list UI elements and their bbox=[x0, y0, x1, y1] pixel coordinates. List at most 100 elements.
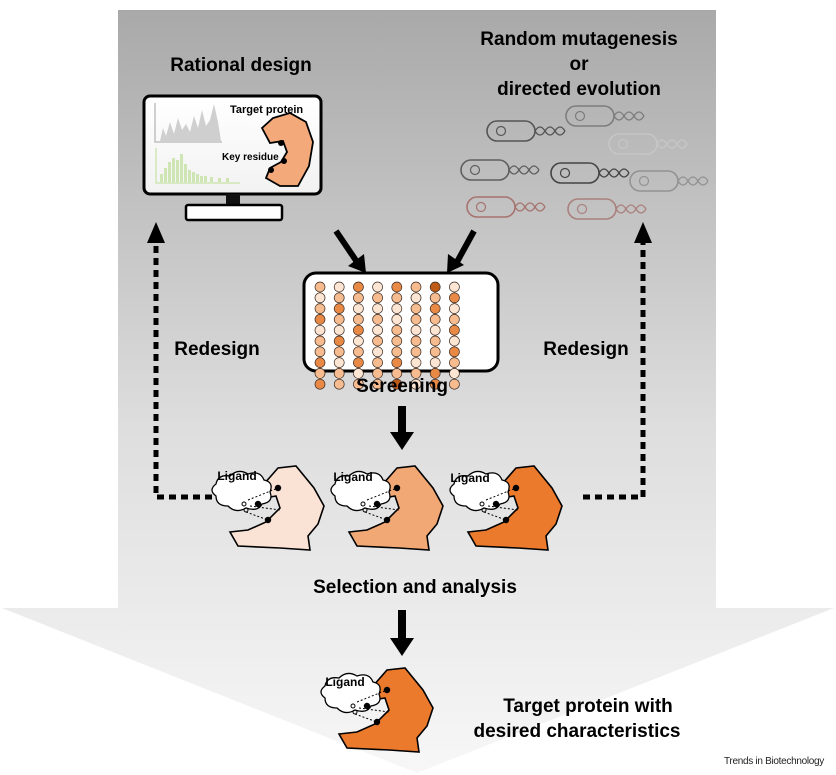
plate-well bbox=[372, 314, 383, 325]
plate-well bbox=[314, 368, 326, 379]
plate-well bbox=[429, 357, 441, 368]
plate-well bbox=[391, 357, 403, 368]
histogram-chart-icon bbox=[155, 148, 240, 184]
plate-well bbox=[314, 378, 326, 390]
plate-well bbox=[314, 357, 326, 368]
plate-well bbox=[372, 281, 383, 293]
rational-design-label: Rational design bbox=[170, 55, 311, 76]
ligand-cloud bbox=[320, 672, 381, 714]
ligand-label-1: Ligand bbox=[217, 469, 256, 483]
bacterium-icon bbox=[466, 196, 546, 218]
final-protein-complex bbox=[320, 667, 434, 753]
redesign-right-label: Redesign bbox=[543, 339, 629, 360]
plate-well bbox=[449, 314, 460, 325]
plate-well bbox=[372, 346, 383, 358]
plate-well bbox=[333, 314, 345, 325]
bacterium-icon bbox=[460, 159, 540, 181]
ligand-label-2: Ligand bbox=[333, 470, 372, 484]
redesign-arrow-right bbox=[583, 222, 652, 500]
plate-well bbox=[333, 378, 345, 390]
plate-well bbox=[410, 292, 422, 304]
arrow-selection-down bbox=[390, 610, 414, 656]
plate-well bbox=[410, 335, 422, 347]
bacterium-icon bbox=[486, 120, 566, 142]
or-label: or bbox=[570, 54, 590, 75]
plate-well bbox=[314, 314, 326, 325]
key-residue-label: Key residue bbox=[222, 152, 279, 163]
plate-well bbox=[449, 346, 460, 358]
plate-well bbox=[353, 281, 364, 293]
plate-well bbox=[449, 303, 460, 314]
plate-well bbox=[391, 303, 403, 314]
plate-well bbox=[353, 292, 364, 304]
plate-well bbox=[449, 335, 460, 347]
selection-analysis-label: Selection and analysis bbox=[313, 577, 517, 598]
final-protein-label-line1: Target protein with bbox=[503, 696, 673, 717]
plate-well bbox=[391, 368, 403, 379]
plate-well bbox=[429, 314, 441, 325]
plate-well bbox=[314, 324, 326, 336]
arrow-monitor-to-screening bbox=[333, 229, 366, 273]
plate-well bbox=[429, 368, 441, 379]
plate-well bbox=[410, 324, 422, 336]
target-protein-shape bbox=[260, 112, 314, 187]
plate-well bbox=[372, 357, 383, 368]
plate-well bbox=[429, 335, 441, 347]
plate-well bbox=[391, 378, 403, 390]
plate-well bbox=[391, 292, 403, 304]
plate-well bbox=[333, 281, 345, 293]
arrow-screening-down bbox=[390, 406, 414, 450]
spectrum-chart-icon bbox=[154, 103, 222, 143]
plate-well bbox=[449, 324, 460, 336]
plate-well bbox=[410, 314, 422, 325]
directed-evolution-label: directed evolution bbox=[497, 79, 661, 100]
plate-well bbox=[449, 368, 460, 379]
journal-credit: Trends in Biotechnology bbox=[723, 756, 824, 767]
plate-well bbox=[410, 281, 422, 293]
plate-well bbox=[333, 357, 345, 368]
plate-well bbox=[449, 292, 460, 304]
plate-well bbox=[333, 292, 345, 304]
ligand-cloud bbox=[211, 470, 272, 512]
plate-well bbox=[449, 378, 460, 390]
plate-well bbox=[353, 368, 364, 379]
redesign-left-label: Redesign bbox=[174, 339, 260, 360]
computer-monitor-icon bbox=[142, 94, 323, 222]
plate-well bbox=[353, 378, 364, 390]
plate-well bbox=[391, 346, 403, 358]
plate-well bbox=[449, 281, 460, 293]
plate-well bbox=[391, 335, 403, 347]
screening-plate bbox=[302, 271, 500, 390]
plate-well bbox=[410, 303, 422, 314]
random-mutagenesis-label: Random mutagenesis bbox=[480, 29, 677, 50]
plate-well bbox=[429, 303, 441, 314]
screening-label: Screening bbox=[356, 376, 448, 397]
plate-well bbox=[353, 314, 364, 325]
plate-well bbox=[314, 335, 326, 347]
plate-well bbox=[429, 292, 441, 304]
plate-well bbox=[410, 368, 422, 379]
final-ligand-label: Ligand bbox=[325, 675, 364, 689]
bacterium-icon bbox=[629, 170, 709, 192]
final-protein-label-line2: desired characteristics bbox=[473, 721, 680, 742]
target-protein-label: Target protein bbox=[230, 104, 303, 116]
plate-well bbox=[333, 335, 345, 347]
plate-well bbox=[429, 281, 441, 293]
plate-well bbox=[353, 303, 364, 314]
plate-well bbox=[314, 346, 326, 358]
background-arrow bbox=[2, 10, 834, 773]
plate-well bbox=[353, 346, 364, 358]
plate-well bbox=[353, 357, 364, 368]
plate-well bbox=[372, 378, 383, 390]
bacteria-cluster bbox=[460, 105, 709, 220]
plate-well bbox=[314, 303, 326, 314]
plate-well bbox=[391, 324, 403, 336]
ligand-label-3: Ligand bbox=[450, 471, 489, 485]
plate-well bbox=[353, 324, 364, 336]
plate-well bbox=[314, 292, 326, 304]
plate-well bbox=[410, 346, 422, 358]
plate-well bbox=[429, 378, 441, 390]
redesign-arrow-left bbox=[147, 222, 212, 500]
plate-well bbox=[314, 281, 326, 293]
